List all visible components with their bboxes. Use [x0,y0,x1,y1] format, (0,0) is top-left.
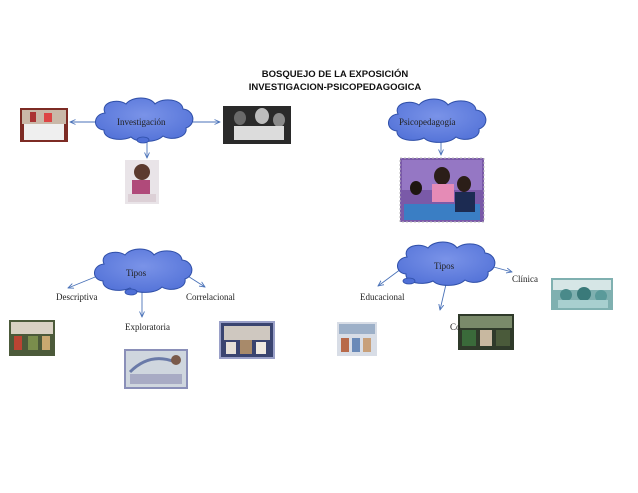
photo-left-classroom [20,108,68,142]
title-line-2: INVESTIGACION-PSICOPEDAGOGICA [248,82,422,93]
cloud-label-tipos-right: Tipos [434,261,455,271]
label-correlacional: Correlacional [186,292,235,302]
photo-correlacional [219,321,275,359]
cloud-label-investigacion: Investigación [117,117,166,127]
cloud-tipos-right [397,241,496,286]
cloud-label-tipos-left: Tipos [126,268,147,278]
photo-clinica [551,278,613,310]
photo-co [458,314,514,350]
label-exploratoria: Exploratoria [125,322,170,332]
cloud-label-psicopedagogia: Psicopedagogía [399,117,456,127]
cloud-tipos-left [94,248,193,296]
cloud-investigacion [95,97,194,144]
label-co-partial: Co [450,322,461,332]
label-descriptiva: Descriptiva [56,292,98,302]
label-clinica: Clínica [512,274,538,284]
photo-center-group [223,106,291,144]
cloud-psicopedagogia [388,98,487,143]
photo-exploratoria [124,349,188,389]
photo-descriptiva [9,320,55,356]
diagram-title: BOSQUEJO DE LA EXPOSICIÓN INVESTIGACION-… [200,68,470,94]
photo-psicopedagogia-classroom [399,157,485,223]
label-educacional: Educacional [360,292,405,302]
photo-researcher [125,160,159,204]
title-line-1: BOSQUEJO DE LA EXPOSICIÓN [261,69,409,80]
photo-educacional [337,322,377,356]
